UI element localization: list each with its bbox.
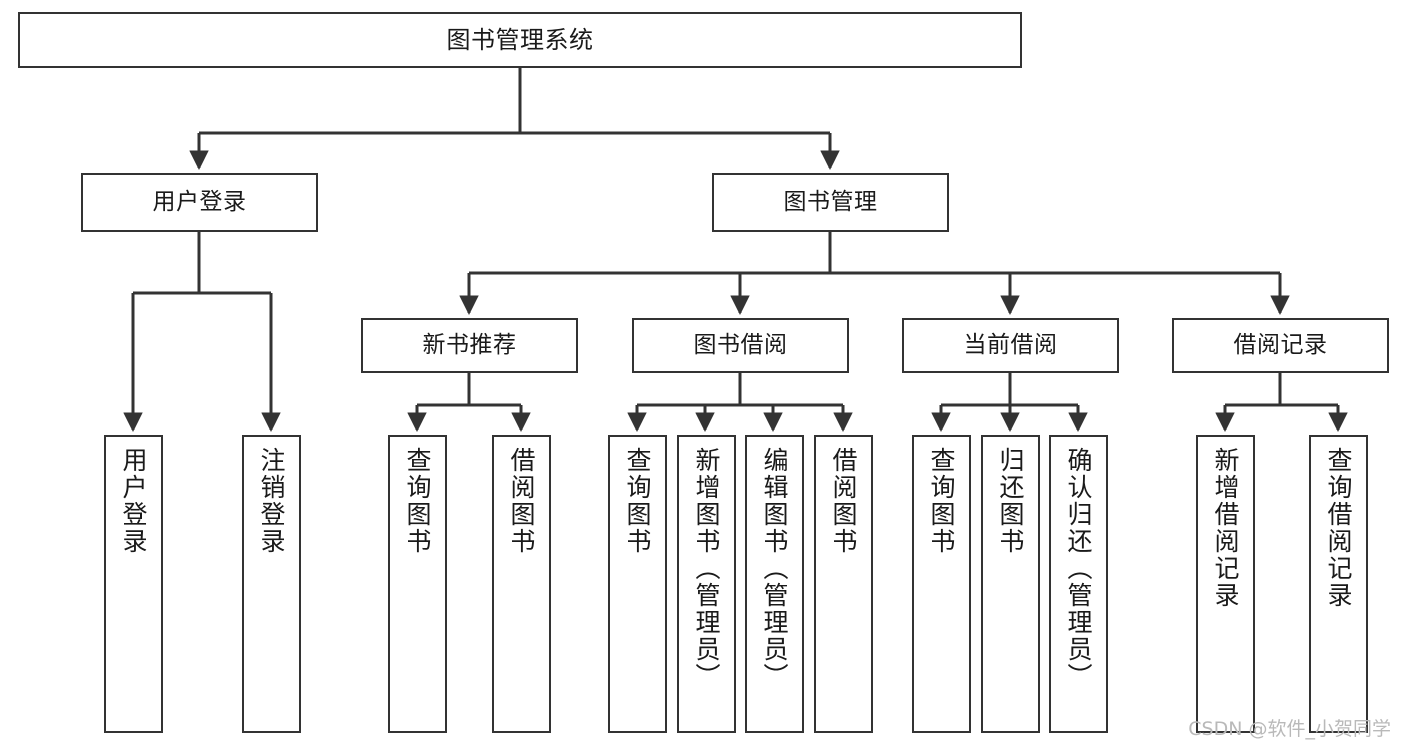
node-leaf-confirm-return-label: 确认归还（管理员） <box>1064 447 1093 690</box>
node-leaf-query-book-3-label: 查询图书 <box>927 447 956 555</box>
node-leaf-user-login-label: 用户登录 <box>119 447 148 555</box>
node-leaf-edit-book-label: 编辑图书（管理员） <box>760 447 789 690</box>
node-leaf-add-book[interactable]: 新增图书（管理员） <box>677 435 736 733</box>
node-leaf-return-book-label: 归还图书 <box>996 447 1025 555</box>
node-leaf-logout-label: 注销登录 <box>257 447 286 555</box>
node-leaf-query-book-2[interactable]: 查询图书 <box>608 435 667 733</box>
node-leaf-user-login[interactable]: 用户登录 <box>104 435 163 733</box>
node-leaf-query-book-1[interactable]: 查询图书 <box>388 435 447 733</box>
node-leaf-borrow-book-2-label: 借阅图书 <box>829 447 858 555</box>
node-book-manage[interactable]: 图书管理 <box>712 173 949 232</box>
node-book-manage-label: 图书管理 <box>783 188 878 215</box>
node-leaf-query-book-1-label: 查询图书 <box>403 447 432 555</box>
node-borrow-record-label: 借阅记录 <box>1233 331 1328 358</box>
node-leaf-borrow-book-1[interactable]: 借阅图书 <box>492 435 551 733</box>
node-leaf-return-book[interactable]: 归还图书 <box>981 435 1040 733</box>
node-new-book-rec[interactable]: 新书推荐 <box>361 318 578 373</box>
node-book-borrow[interactable]: 图书借阅 <box>632 318 849 373</box>
node-leaf-add-record[interactable]: 新增借阅记录 <box>1196 435 1255 733</box>
node-leaf-query-record[interactable]: 查询借阅记录 <box>1309 435 1368 733</box>
node-leaf-confirm-return[interactable]: 确认归还（管理员） <box>1049 435 1108 733</box>
node-leaf-query-book-3[interactable]: 查询图书 <box>912 435 971 733</box>
node-root-label: 图书管理系统 <box>446 25 594 54</box>
csdn-watermark: CSDN @软件_小贺同学 <box>1188 718 1391 740</box>
node-leaf-query-book-2-label: 查询图书 <box>623 447 652 555</box>
node-leaf-borrow-book-2[interactable]: 借阅图书 <box>814 435 873 733</box>
node-user-login-label: 用户登录 <box>152 188 247 215</box>
node-leaf-add-book-label: 新增图书（管理员） <box>692 447 721 690</box>
node-leaf-edit-book[interactable]: 编辑图书（管理员） <box>745 435 804 733</box>
node-leaf-add-record-label: 新增借阅记录 <box>1211 447 1240 609</box>
node-borrow-record[interactable]: 借阅记录 <box>1172 318 1389 373</box>
node-book-borrow-label: 图书借阅 <box>693 331 788 358</box>
node-current-borrow[interactable]: 当前借阅 <box>902 318 1119 373</box>
node-new-book-rec-label: 新书推荐 <box>422 331 517 358</box>
node-root[interactable]: 图书管理系统 <box>18 12 1022 68</box>
node-leaf-query-record-label: 查询借阅记录 <box>1324 447 1353 609</box>
node-user-login[interactable]: 用户登录 <box>81 173 318 232</box>
node-leaf-logout[interactable]: 注销登录 <box>242 435 301 733</box>
node-current-borrow-label: 当前借阅 <box>963 331 1058 358</box>
node-leaf-borrow-book-1-label: 借阅图书 <box>507 447 536 555</box>
